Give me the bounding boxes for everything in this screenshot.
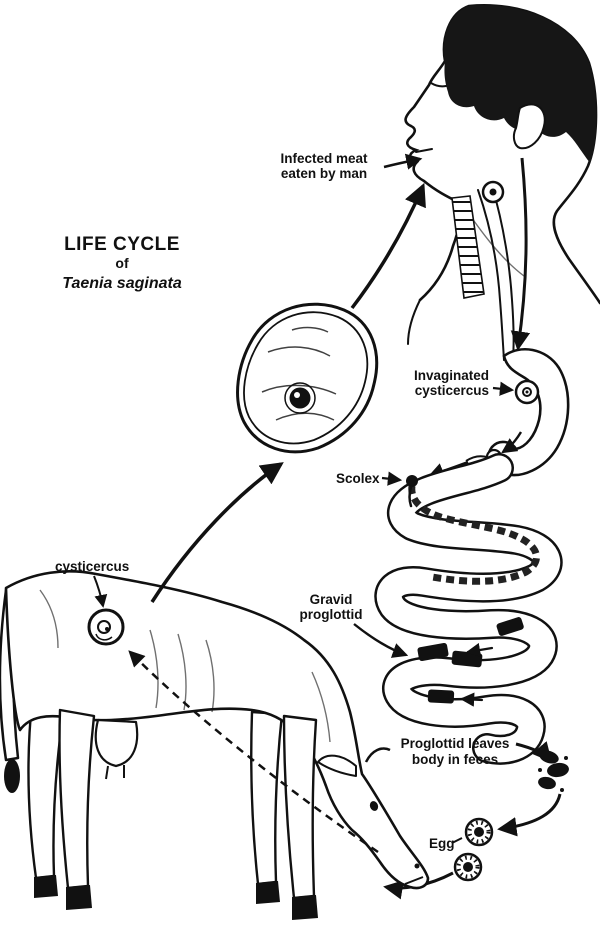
cow-eye <box>369 801 379 811</box>
feces-to-eggs-arrow <box>497 793 562 837</box>
egg-label-leader <box>451 837 463 844</box>
proglottid-segment <box>417 642 449 662</box>
feces-blob <box>547 762 569 778</box>
label-to-mouth-arrow <box>383 153 423 170</box>
egg-striations <box>467 820 491 844</box>
proglottid-pointer-arrow-2 <box>459 692 484 707</box>
label-proglottid-2: body in feces <box>412 752 498 767</box>
feces-blob <box>538 776 556 790</box>
label-invaginated-2: cysticercus <box>415 383 489 398</box>
scolex-label-arrow <box>381 471 403 486</box>
migration-dashed-arrow <box>128 650 379 854</box>
human-figure <box>404 4 600 361</box>
cow-ear <box>317 754 357 777</box>
label-infected-meat-2: eaten by man <box>281 166 367 181</box>
intestines <box>374 453 563 765</box>
proglottid-segment <box>427 689 455 704</box>
eye-icon <box>430 82 447 88</box>
human-outline <box>404 4 600 305</box>
cow-hoof <box>66 885 92 910</box>
evagination-arrow <box>501 431 523 454</box>
label-egg: Egg <box>429 836 455 851</box>
invaginated-cysticercus-inner <box>522 387 532 397</box>
cow-shading <box>39 589 331 743</box>
cow-figure <box>0 570 430 920</box>
proglottid-pointer-arrow-1 <box>465 642 494 658</box>
label-gravid-2: proglottid <box>300 607 363 622</box>
cow-to-meat-arrow <box>150 462 284 603</box>
cow-hoof <box>256 881 280 904</box>
meat-cysticercus-ring <box>284 382 316 414</box>
feces <box>538 750 569 792</box>
cow-horn <box>364 747 391 763</box>
cow-tail-tuft <box>4 759 20 793</box>
feces-blob <box>539 750 559 764</box>
tapeworm-body <box>408 485 540 585</box>
egg-embryo <box>474 827 484 837</box>
cow-front-leg-near <box>282 714 318 900</box>
title-line-2: of <box>115 255 129 271</box>
evaginating-tail <box>465 455 488 462</box>
meat-to-man-arrow <box>350 182 426 310</box>
cow-teats <box>105 765 125 780</box>
cow-hoof <box>34 875 58 898</box>
label-invaginated-1: Invaginated <box>414 368 489 383</box>
egg-striations <box>456 855 480 879</box>
ear-icon <box>512 103 546 150</box>
label-gravid-1: Gravid <box>310 592 353 607</box>
cycle-arrows <box>93 153 515 854</box>
title-block: LIFE CYCLE of Taenia saginata <box>62 234 182 292</box>
proglottid-segment <box>496 617 524 636</box>
gravid-label-arrow <box>353 623 409 658</box>
cow-udder <box>94 718 139 768</box>
meat-outer-rim <box>236 302 379 454</box>
label-cow-cysticercus: cysticercus <box>55 559 129 574</box>
egg-2 <box>453 852 483 882</box>
scolex-neck <box>408 485 413 508</box>
cow-body-outline <box>4 570 430 890</box>
label-infected-meat-1: Infected meat <box>280 151 368 166</box>
esophagus-line-1 <box>477 189 505 361</box>
title-line-1: LIFE CYCLE <box>64 234 180 255</box>
scolex-knob <box>406 475 418 487</box>
cow-cysticercus-dot <box>105 627 109 631</box>
feces-dot <box>560 788 564 792</box>
cow-mouth-line <box>404 876 424 885</box>
meat-marbling <box>261 326 337 421</box>
chest-line <box>407 299 421 345</box>
trachea <box>451 195 485 299</box>
invaginated-label-arrow <box>492 381 515 396</box>
egg-embryo <box>463 862 473 872</box>
cow-hoof <box>292 895 318 920</box>
label-proglottid-1: Proglottid leaves <box>401 736 510 751</box>
cow-nostril <box>414 863 420 869</box>
eggs <box>453 817 494 882</box>
meat-inner-rim <box>243 311 369 445</box>
cow-cysticercus-circle <box>87 608 125 646</box>
cow-cysticercus-curl <box>95 633 113 641</box>
cow-cysticercus-inner <box>97 620 111 634</box>
title-line-3: Taenia saginata <box>62 275 182 292</box>
egg-1 <box>464 817 494 847</box>
meat-cysticercus-highlight <box>294 392 300 398</box>
diagram-labels: Infected meat eaten by man Invaginated c… <box>55 151 509 851</box>
swallow-arrow <box>510 157 531 351</box>
meat-slice <box>236 302 379 454</box>
mouth-line <box>415 148 433 153</box>
cysticercus-label-arrow <box>93 575 108 608</box>
meat-cysticercus <box>289 387 311 409</box>
gravid-proglottids <box>417 617 524 704</box>
swallowed-cysticercus-dot <box>489 188 497 196</box>
intestine-tube-fill <box>376 455 561 763</box>
feces-dot <box>538 768 542 772</box>
label-scolex: Scolex <box>336 471 380 486</box>
invaginated-cysticercus-dot <box>525 390 529 394</box>
cow-hind-leg-near <box>58 708 96 890</box>
hair <box>444 5 597 163</box>
feces-dot <box>564 756 568 760</box>
cow-front-leg-far <box>250 710 284 886</box>
